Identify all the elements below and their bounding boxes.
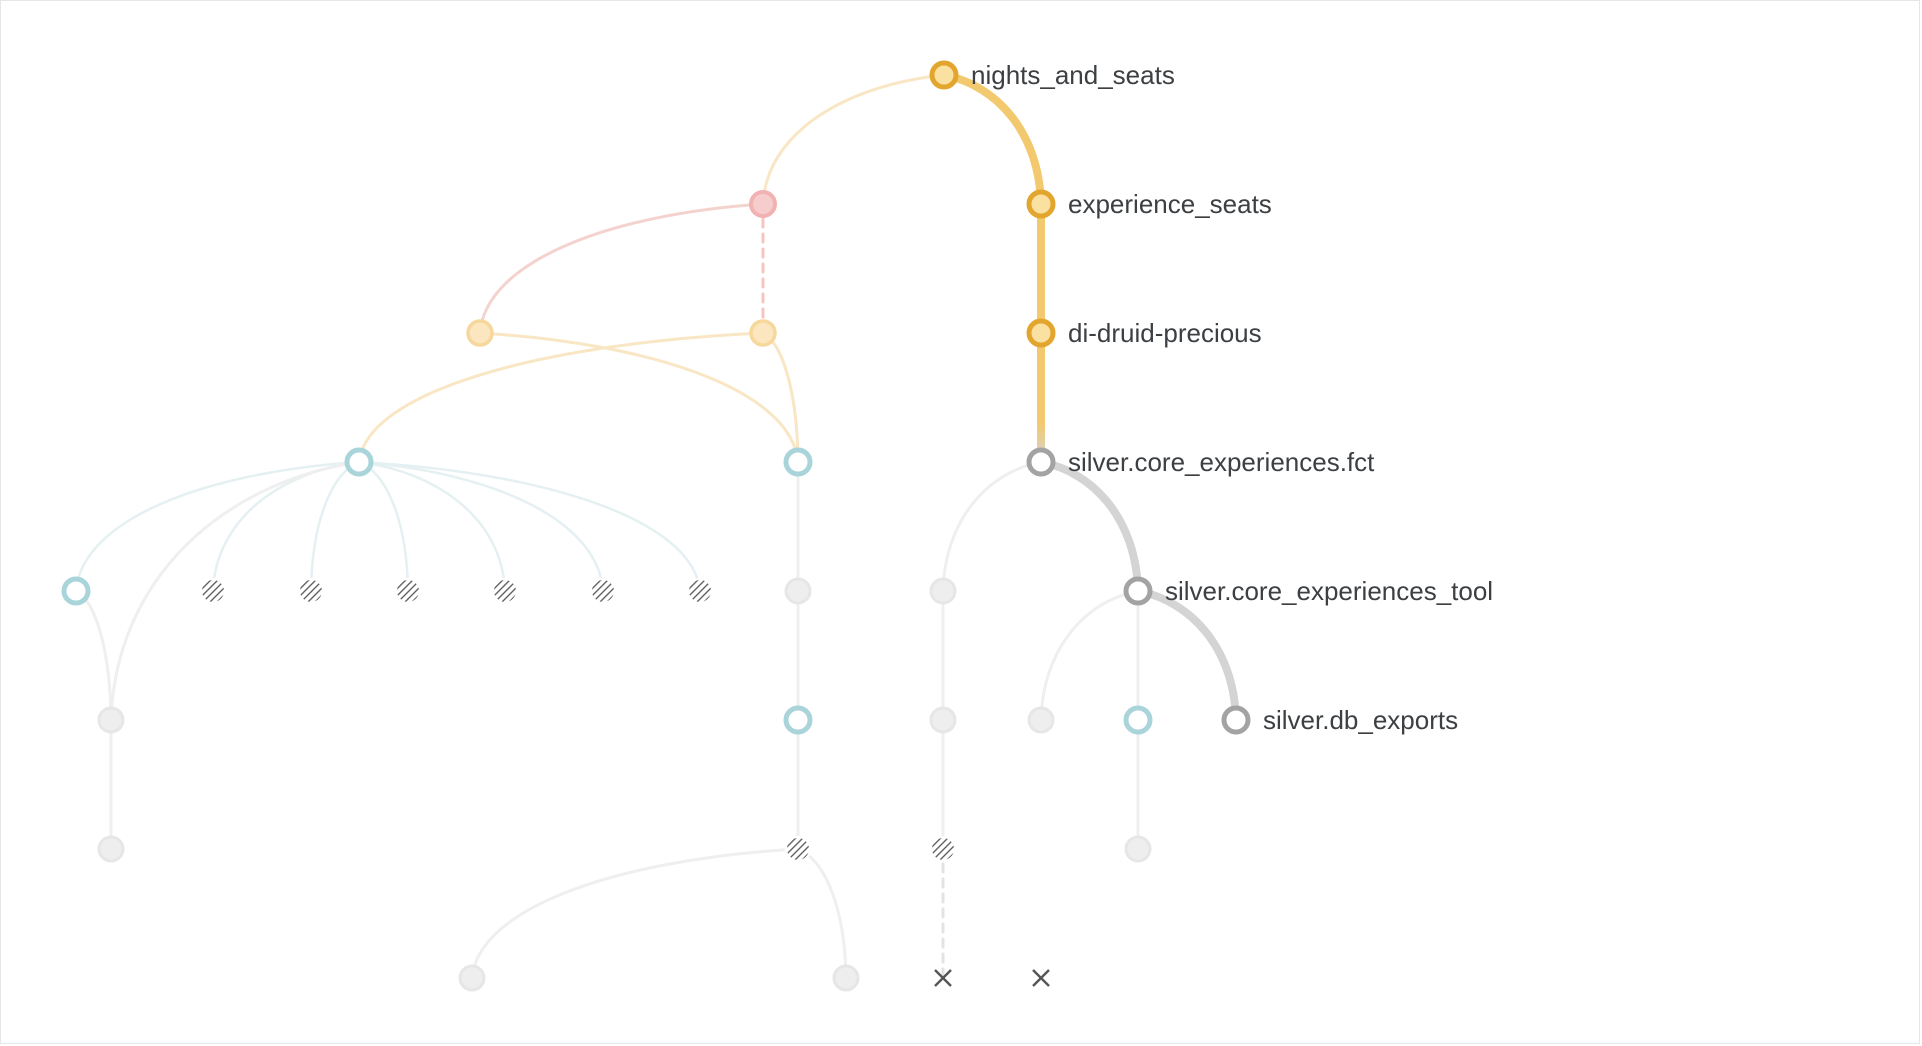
edge-silver_core_experiences_tool-to-n_g5 bbox=[1039, 589, 1140, 722]
node-circle bbox=[1026, 189, 1056, 219]
graph-node-n_x1-close-icon[interactable] bbox=[934, 969, 952, 987]
close-icon-stroke bbox=[1032, 969, 1050, 987]
graph-node-n_g4[interactable] bbox=[929, 706, 957, 734]
node-label-experience_seats: experience_seats bbox=[1068, 189, 1272, 219]
node-circle bbox=[466, 319, 494, 347]
node-circle bbox=[1123, 576, 1153, 606]
edge-n_t1-to-n_h6 bbox=[357, 460, 702, 593]
node-circle bbox=[784, 577, 812, 605]
node-circle bbox=[492, 578, 518, 604]
node-circle bbox=[749, 319, 777, 347]
graph-node-n_h4[interactable] bbox=[492, 578, 518, 604]
edge-silver_core_experiences_tool-to-silver_db_exports bbox=[1134, 587, 1240, 724]
edge-silver_core_experiences_fct-to-silver_core_experiences_tool bbox=[1037, 458, 1142, 595]
node-circle bbox=[1026, 447, 1056, 477]
edge-n_h7-to-n_g9 bbox=[796, 847, 848, 980]
graph-node-silver_core_experiences_fct[interactable]: silver.core_experiences.fct bbox=[1026, 447, 1375, 477]
graph-node-n_h3[interactable] bbox=[395, 578, 421, 604]
node-circle bbox=[395, 578, 421, 604]
edge-n_h7-to-n_g8 bbox=[470, 847, 800, 980]
node-circle bbox=[298, 578, 324, 604]
node-circle bbox=[1123, 705, 1153, 735]
node-circle bbox=[832, 964, 860, 992]
node-circle bbox=[1027, 706, 1055, 734]
node-circle bbox=[97, 706, 125, 734]
node-circle bbox=[1124, 835, 1152, 863]
graph-node-n_g2[interactable] bbox=[97, 706, 125, 734]
node-label-silver_core_experiences_tool: silver.core_experiences_tool bbox=[1165, 576, 1493, 606]
graph-node-n_h5[interactable] bbox=[590, 578, 616, 604]
graph-node-n_h6[interactable] bbox=[687, 578, 713, 604]
edge-n_t1-to-n_g2 bbox=[109, 460, 361, 722]
node-circle bbox=[97, 835, 125, 863]
graph-node-n_t3[interactable] bbox=[61, 576, 91, 606]
edge-n_t1-to-n_t3 bbox=[74, 460, 361, 593]
graph-node-n_t1[interactable] bbox=[344, 447, 374, 477]
graph-node-n_pink[interactable] bbox=[749, 190, 777, 218]
node-label-silver_core_experiences_fct: silver.core_experiences.fct bbox=[1068, 447, 1375, 477]
node-circle bbox=[61, 576, 91, 606]
node-label-di_druid_precious: di-druid-precious bbox=[1068, 318, 1262, 348]
edge-nights_and_seats-to-experience_seats bbox=[940, 71, 1045, 208]
node-circle bbox=[929, 577, 957, 605]
node-circle bbox=[1221, 705, 1251, 735]
node-circle bbox=[458, 964, 486, 992]
graph-node-n_t5[interactable] bbox=[1123, 705, 1153, 735]
edge-n_o2-to-n_t1 bbox=[357, 331, 765, 464]
edge-nights_and_seats-to-n_pink bbox=[761, 73, 946, 206]
graph-node-silver_db_exports[interactable]: silver.db_exports bbox=[1221, 705, 1458, 735]
graph-node-n_x2-close-icon[interactable] bbox=[1032, 969, 1050, 987]
graph-node-di_druid_precious[interactable]: di-druid-precious bbox=[1026, 318, 1262, 348]
close-icon-stroke bbox=[934, 969, 952, 987]
node-circle bbox=[929, 706, 957, 734]
graph-node-n_t2[interactable] bbox=[783, 447, 813, 477]
node-circle bbox=[749, 190, 777, 218]
graph-node-silver_core_experiences_tool[interactable]: silver.core_experiences_tool bbox=[1123, 576, 1493, 606]
node-circle bbox=[200, 578, 226, 604]
edge-n_t3-to-n_g2 bbox=[74, 589, 113, 722]
edge-n_o1-to-n_t2 bbox=[478, 331, 800, 464]
edge-n_t1-to-n_h5 bbox=[357, 460, 605, 593]
edge-n_t1-to-n_h2 bbox=[309, 460, 361, 593]
graph-node-n_o2[interactable] bbox=[749, 319, 777, 347]
node-circle bbox=[590, 578, 616, 604]
graph-node-n_g7[interactable] bbox=[1124, 835, 1152, 863]
node-circle bbox=[930, 836, 956, 862]
graph-node-n_g9[interactable] bbox=[832, 964, 860, 992]
node-circle bbox=[783, 447, 813, 477]
graph-node-n_h1[interactable] bbox=[200, 578, 226, 604]
graph-node-n_h7[interactable] bbox=[785, 836, 811, 862]
node-circle bbox=[1026, 318, 1056, 348]
node-circle bbox=[785, 836, 811, 862]
edge-n_pink-to-n_o1 bbox=[478, 202, 765, 335]
edge-n_t1-to-n_h3 bbox=[357, 460, 410, 593]
node-label-silver_db_exports: silver.db_exports bbox=[1263, 705, 1458, 735]
graph-node-n_t4[interactable] bbox=[783, 705, 813, 735]
nodes-layer: nights_and_seats experience_seats di-druid… bbox=[61, 60, 1493, 992]
node-circle bbox=[344, 447, 374, 477]
graph-node-n_g3[interactable] bbox=[929, 577, 957, 605]
graph-node-n_g5[interactable] bbox=[1027, 706, 1055, 734]
edge-n_t1-to-n_h4 bbox=[357, 460, 507, 593]
graph-node-nights_and_seats[interactable]: nights_and_seats bbox=[929, 60, 1175, 90]
node-circle bbox=[929, 60, 959, 90]
graph-node-experience_seats[interactable]: experience_seats bbox=[1026, 189, 1272, 219]
edge-silver_core_experiences_fct-to-n_g3 bbox=[941, 460, 1043, 593]
graph-node-n_g6[interactable] bbox=[97, 835, 125, 863]
node-circle bbox=[687, 578, 713, 604]
graph-node-n_o1[interactable] bbox=[466, 319, 494, 347]
node-circle bbox=[783, 705, 813, 735]
graph-node-n_h8[interactable] bbox=[930, 836, 956, 862]
graph-node-n_g1[interactable] bbox=[784, 577, 812, 605]
node-label-nights_and_seats: nights_and_seats bbox=[971, 60, 1175, 90]
edges-layer bbox=[74, 71, 1240, 980]
graph-node-n_h2[interactable] bbox=[298, 578, 324, 604]
graph-node-n_g8[interactable] bbox=[458, 964, 486, 992]
